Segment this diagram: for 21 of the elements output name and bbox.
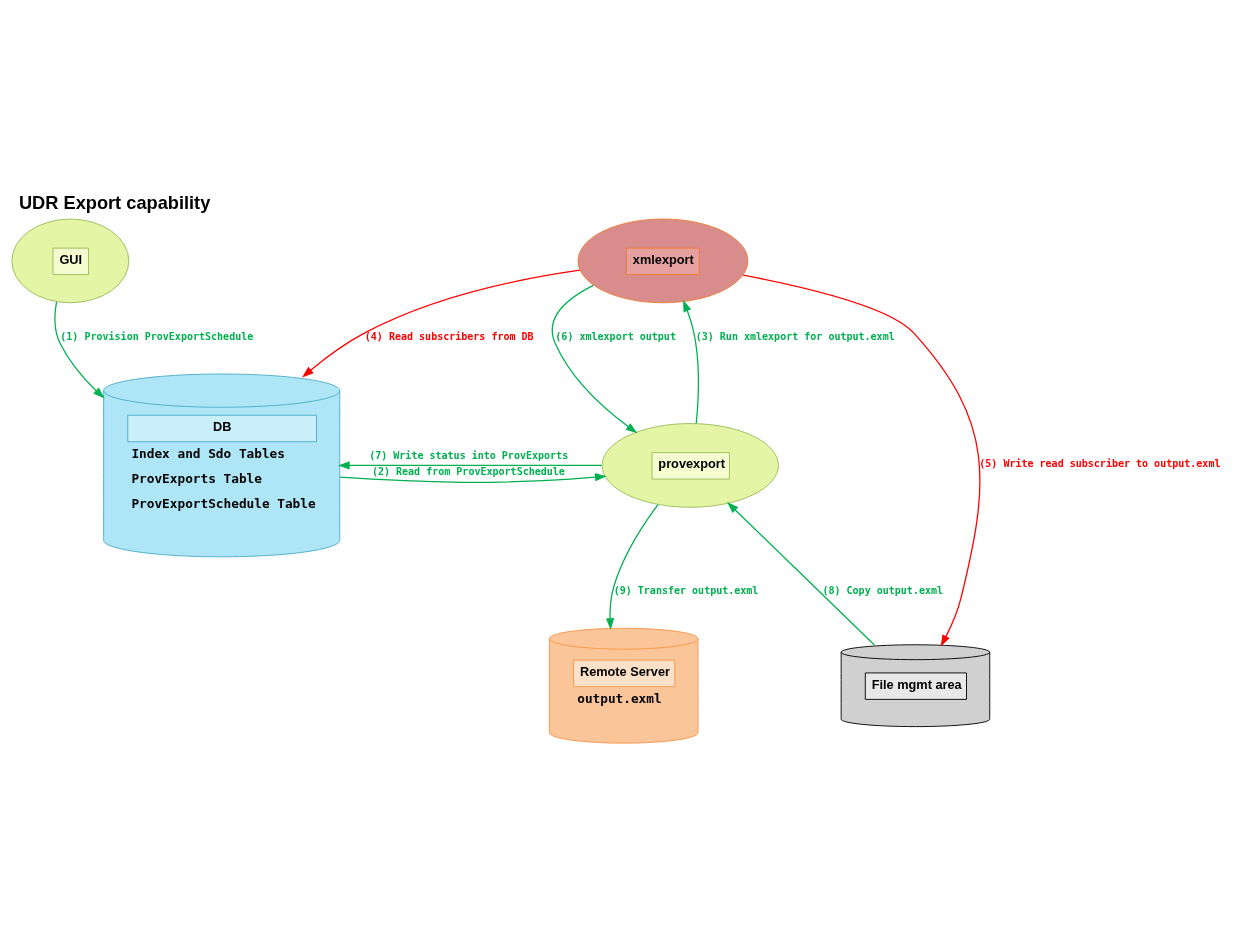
node-ellipse: xmlexport bbox=[577, 218, 749, 303]
arrow bbox=[742, 274, 981, 647]
arrow bbox=[54, 300, 105, 398]
node-ellipse: GUI bbox=[11, 218, 130, 303]
edge-label: (2) Read from ProvExportSchedule bbox=[371, 465, 565, 477]
edge-label: (7) Write status into ProvExports bbox=[369, 449, 569, 461]
edge-label: (1) Provision ProvExportSchedule bbox=[60, 330, 254, 342]
arrow bbox=[339, 472, 607, 483]
edge-label: (3) Run xmlexport for output.exml bbox=[695, 330, 895, 342]
edge-label: (9) Transfer output.exml bbox=[613, 584, 759, 596]
arrow bbox=[605, 503, 659, 630]
edge-label: (4) Read subscribers from DB bbox=[364, 330, 534, 342]
edge-label: (5) Write read subscriber to output.exml bbox=[979, 457, 1221, 469]
arrow bbox=[683, 299, 700, 424]
edge-label: (8) Copy output.exml bbox=[822, 584, 944, 596]
arrow bbox=[727, 501, 876, 646]
diagram-title: UDR Export capability bbox=[18, 191, 211, 213]
edge-label: (6) xmlexport output bbox=[555, 330, 676, 342]
arrow bbox=[551, 284, 638, 433]
arrow bbox=[338, 460, 603, 469]
arrow bbox=[302, 269, 581, 378]
